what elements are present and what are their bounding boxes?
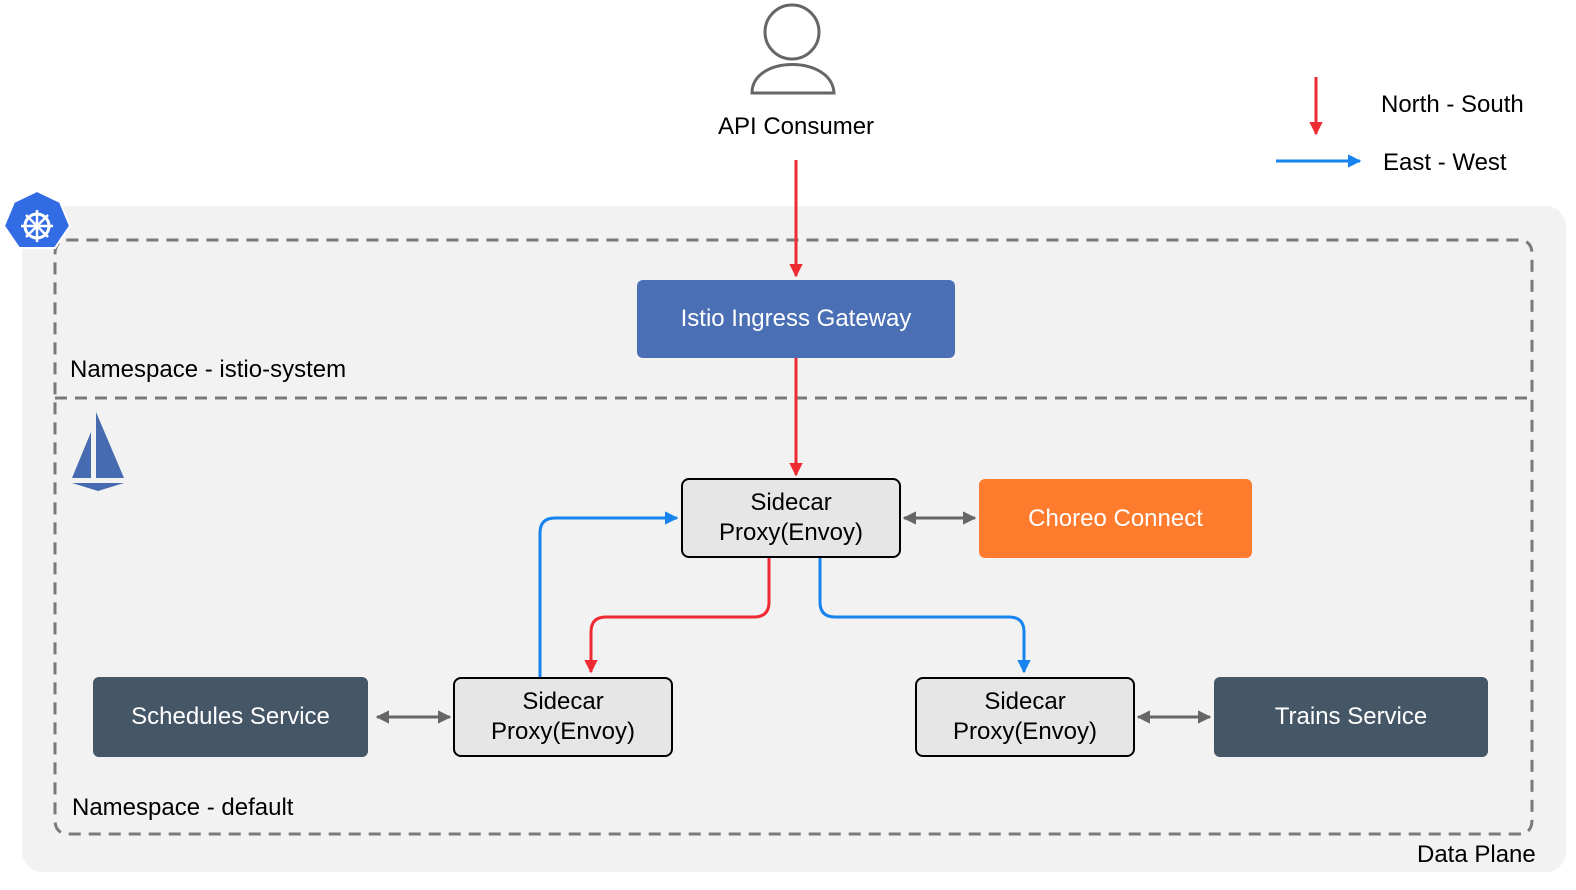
sidecar-proxy-right-line2: Proxy(Envoy) bbox=[952, 718, 1098, 745]
trains-service-label: Trains Service bbox=[1274, 703, 1428, 730]
istio-ingress-gateway-label: Istio Ingress Gateway bbox=[680, 305, 912, 332]
istio-ingress-gateway[interactable]: Istio Ingress Gateway bbox=[637, 280, 955, 358]
choreo-connect[interactable]: Choreo Connect bbox=[979, 479, 1252, 558]
sidecar-proxy-top-line2: Proxy(Envoy) bbox=[718, 519, 864, 546]
kubernetes-icon bbox=[2, 189, 72, 249]
istio-sail-icon bbox=[72, 412, 124, 491]
trains-service[interactable]: Trains Service bbox=[1214, 677, 1488, 757]
legend-north-south-label: North - South bbox=[1381, 91, 1524, 118]
schedules-service-label: Schedules Service bbox=[131, 703, 330, 730]
namespace-istio-system-label: Namespace - istio-system bbox=[70, 356, 347, 383]
user-icon bbox=[750, 3, 836, 95]
sidecar-top-to-left-arrow bbox=[584, 558, 771, 674]
sidecar-proxy-top[interactable]: Sidecar Proxy(Envoy) bbox=[681, 478, 901, 558]
sidecar-proxy-right-line1: Sidecar bbox=[984, 688, 1066, 715]
namespace-outer-border bbox=[53, 238, 1534, 836]
namespace-default-label: Namespace - default bbox=[72, 794, 294, 821]
sidecar-proxy-top-line1: Sidecar bbox=[750, 489, 832, 516]
sidecar-left-to-top-arrow bbox=[538, 511, 679, 678]
schedules-service[interactable]: Schedules Service bbox=[93, 677, 368, 757]
sidecar-proxy-right[interactable]: Sidecar Proxy(Envoy) bbox=[915, 677, 1135, 757]
data-plane-label: Data Plane bbox=[1417, 841, 1536, 868]
sidecar-top-to-right-arrow bbox=[818, 558, 1031, 674]
consumer-label: API Consumer bbox=[717, 113, 875, 140]
choreo-connect-label: Choreo Connect bbox=[1028, 504, 1203, 532]
sidecar-proxy-left[interactable]: Sidecar Proxy(Envoy) bbox=[453, 677, 673, 757]
sidecar-proxy-left-line1: Sidecar bbox=[522, 688, 604, 715]
legend-east-west-label: East - West bbox=[1383, 149, 1507, 176]
sidecar-proxy-left-line2: Proxy(Envoy) bbox=[490, 718, 636, 745]
